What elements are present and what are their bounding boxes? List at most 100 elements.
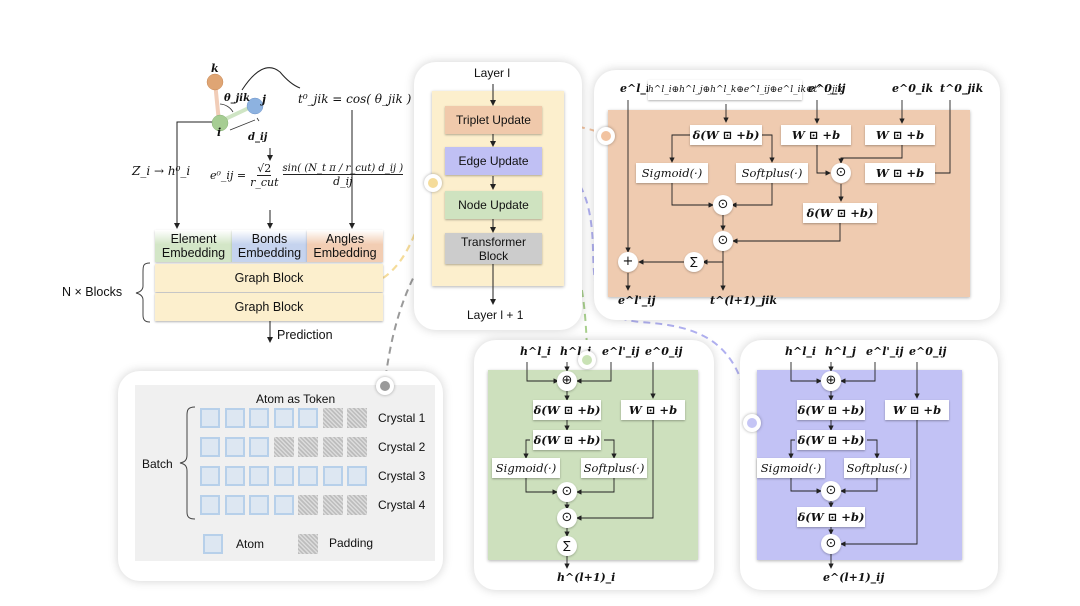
- atom-token-title: Atom as Token: [256, 392, 336, 406]
- edge-update-step: Edge Update: [445, 147, 542, 175]
- node-linear: W ⊡ +b: [621, 400, 685, 420]
- triplet-hadamard-2: ⊙: [713, 195, 733, 215]
- triplet-output-tjik: t^(l+1)_jik: [710, 294, 778, 307]
- layer-output-label: Layer l + 1: [467, 308, 524, 322]
- bonds-embedding: Bonds Embedding: [232, 230, 307, 262]
- edge-hadamard-1: ⊙: [821, 481, 841, 501]
- connector-dot-triplet: [597, 127, 615, 145]
- edge-input-hi: h^l_i: [785, 345, 817, 358]
- triplet-linear-eik: W ⊡ +b: [865, 125, 935, 145]
- atom-token-cell: [224, 437, 245, 457]
- legend-atom-swatch: [203, 534, 223, 554]
- atom-token-cell: [249, 437, 269, 457]
- atom-token-cell: [249, 466, 269, 486]
- bonds-embedding-line2: Embedding: [237, 246, 302, 260]
- edge-dense2: δ(W ⊡ +b): [797, 430, 865, 450]
- layer-input-label: Layer l: [474, 66, 511, 80]
- node-formula: Z_i → h⁰_i: [132, 164, 191, 178]
- padding-token-cell: [322, 408, 343, 428]
- triplet-input-e0ik: e^0_ik: [892, 82, 934, 95]
- atom-j-sphere: [246, 97, 264, 115]
- edge-hadamard-2: ⊙: [821, 534, 841, 554]
- edge-input-eij: e^l'_ij: [866, 345, 904, 358]
- connector-dot-edge: [743, 414, 761, 432]
- triplet-output-eij: e^l'_ij: [618, 294, 656, 307]
- atom-token-cell: [273, 466, 294, 486]
- padding-token-cell: [347, 495, 367, 515]
- blocks-label-text: N × Blocks: [62, 285, 123, 299]
- node-hadamard-1: ⊙: [557, 482, 577, 502]
- triplet-sigmoid: Sigmoid(·): [636, 163, 708, 183]
- angle-formula: t⁰_jik = cos( θ_jik ): [298, 92, 412, 106]
- node-sigmoid: Sigmoid(·): [492, 458, 560, 478]
- crystal-row-label: Crystal 3: [378, 469, 426, 483]
- prediction-label: Prediction: [277, 328, 333, 342]
- edge-formula-num: √2: [257, 162, 272, 176]
- edge-linear: W ⊡ +b: [885, 400, 949, 420]
- atom-token-cell: [200, 466, 220, 486]
- triplet-linear-eij: W ⊡ +b: [781, 125, 851, 145]
- angle-label: θ_jik: [224, 93, 251, 104]
- triplet-softplus: Softplus(·): [736, 163, 808, 183]
- atom-token-cell: [298, 466, 318, 486]
- atom-token-cell: [249, 408, 269, 428]
- atom-token-cell: [298, 408, 318, 428]
- atom-token-cell: [273, 495, 294, 515]
- edge-formula-lhs: e⁰_ij =: [210, 169, 247, 182]
- atom-i-label: i: [217, 126, 222, 139]
- edge-formula-sin-den: d_ij: [333, 175, 353, 188]
- connector-dot-node: [578, 351, 596, 369]
- edge-sigmoid: Sigmoid(·): [757, 458, 825, 478]
- crystal-row-label: Crystal 2: [378, 440, 426, 454]
- legend-padding-label: Padding: [329, 536, 374, 550]
- padding-token-cell: [298, 437, 318, 457]
- triplet-hadamard-1: ⊙: [831, 163, 851, 183]
- triplet-update-panel: [594, 70, 1000, 320]
- atom-token-cell: [200, 437, 220, 457]
- triplet-input-eij: e^l_ij: [620, 82, 655, 95]
- edge-dense3: δ(W ⊡ +b): [797, 507, 865, 527]
- connector-dot-graph-block: [424, 174, 442, 192]
- element-embedding-line1: Element: [170, 232, 217, 246]
- edge-output: e^(l+1)_ij: [823, 571, 885, 584]
- node-concat: ⊕: [557, 371, 577, 391]
- padding-token-cell: [322, 495, 343, 515]
- padding-token-cell: [322, 437, 343, 457]
- element-embedding: Element Embedding: [155, 230, 232, 262]
- atom-i-sphere: [211, 114, 229, 132]
- triplet-input-e0ij: e^0_ij: [808, 82, 846, 95]
- triplet-input-concat: h^l_i⊕h^l_j⊕h^l_k⊕e^l_ij⊕e^l_ik⊕t^l_jik: [648, 80, 843, 100]
- node-output: h^(l+1)_i: [557, 571, 616, 584]
- node-dense2: δ(W ⊡ +b): [533, 430, 601, 450]
- crystal-row-label: Crystal 4: [378, 498, 426, 512]
- atom-token-cell: [347, 466, 367, 486]
- element-embedding-line2: Embedding: [161, 246, 226, 260]
- atom-k-label: k: [211, 62, 219, 75]
- padding-token-cell: [298, 495, 318, 515]
- triplet-update-step: Triplet Update: [445, 106, 542, 134]
- legend-atom-label: Atom: [236, 537, 265, 551]
- transformer-line2: Block: [478, 249, 509, 263]
- triplet-linear-tjik: W ⊡ +b: [865, 163, 935, 183]
- atom-token-cell: [224, 408, 245, 428]
- transformer-line1: Transformer: [461, 235, 526, 249]
- triplet-gate-dense: δ(W ⊡ +b): [690, 125, 762, 145]
- connector-dot-transformer: [376, 377, 394, 395]
- molecule-diagram: [206, 73, 264, 132]
- padding-token-cell: [347, 437, 367, 457]
- bonds-embedding-line1: Bonds: [251, 232, 288, 246]
- crystal-row-label: Crystal 1: [378, 411, 426, 425]
- edge-concat: ⊕: [821, 371, 841, 391]
- edge-input-hj: h^l_j: [825, 345, 856, 358]
- angles-embedding-line2: Embedding: [313, 246, 377, 260]
- padding-token-cell: [273, 437, 294, 457]
- edge-dense1: δ(W ⊡ +b): [797, 400, 865, 420]
- angles-embedding: Angles Embedding: [307, 230, 383, 262]
- atom-token-cell: [249, 495, 269, 515]
- transformer-block-step: Transformer Block: [445, 233, 542, 264]
- edge-formula-den: r_cut: [250, 176, 279, 189]
- edge-input-e0ij: e^0_ij: [909, 345, 947, 358]
- atom-token-cell: [322, 466, 343, 486]
- triplet-dense2: δ(W ⊡ +b): [803, 203, 877, 223]
- padding-token-cell: [347, 408, 367, 428]
